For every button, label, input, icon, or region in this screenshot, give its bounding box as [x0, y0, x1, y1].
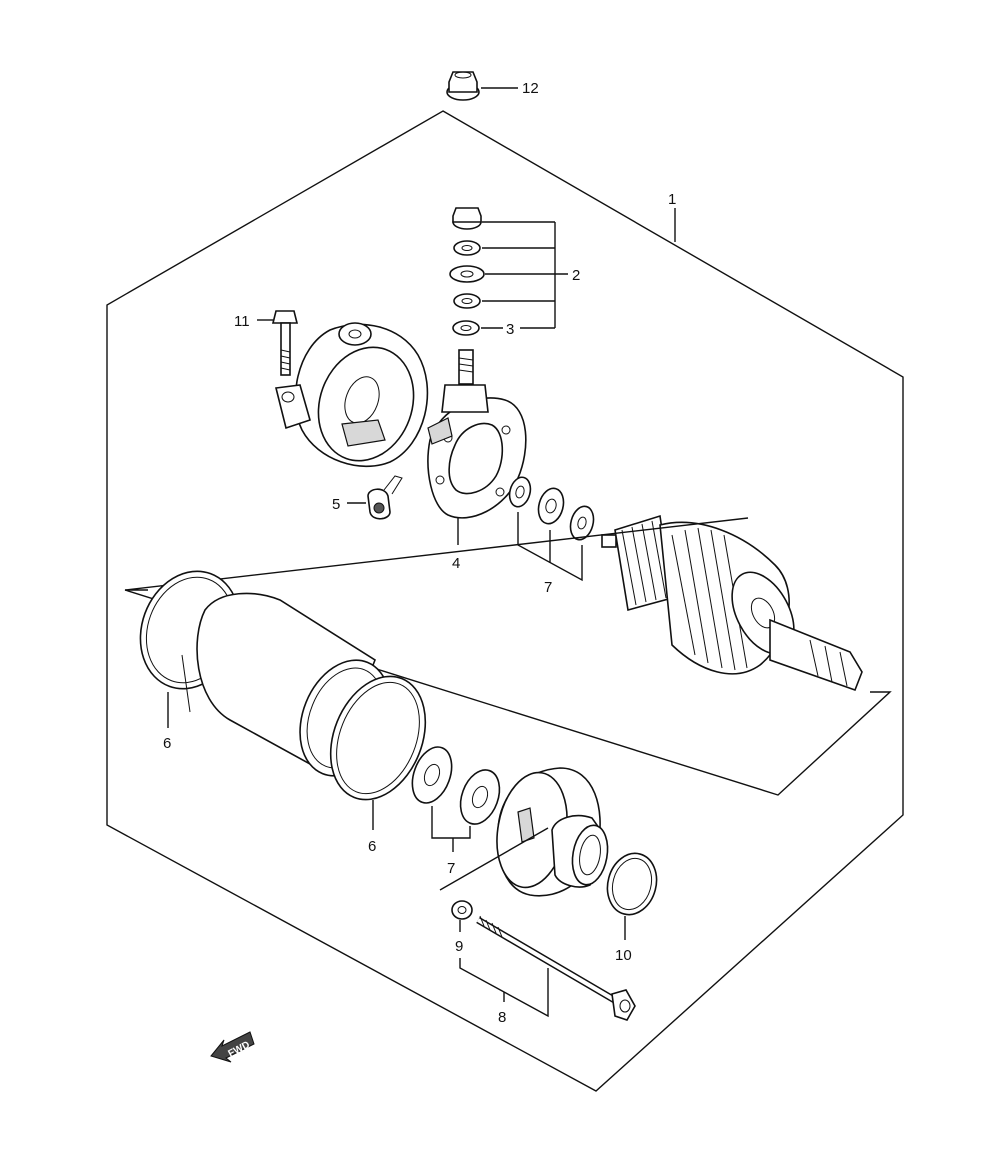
label-4: 4 [452, 555, 460, 572]
subassembly-outline [124, 517, 892, 796]
label-7-lower: 7 [447, 860, 455, 877]
part-7-washers-lower [411, 746, 501, 852]
label-1: 1 [668, 191, 676, 208]
label-6-right: 6 [368, 838, 376, 855]
part-12-nut [446, 71, 518, 101]
part-9-washer [451, 900, 473, 932]
label-11: 11 [234, 313, 250, 330]
part-3-washer [452, 320, 555, 336]
part-11-bolt [257, 310, 299, 376]
rear-cover-housing [275, 322, 429, 468]
label-9: 9 [455, 938, 463, 955]
label-12: 12 [522, 80, 539, 97]
part-5-brush-holder [347, 475, 403, 520]
part-2-nut-washer-set [449, 207, 485, 309]
label-2: 2 [572, 267, 580, 284]
label-10: 10 [615, 947, 632, 964]
leader-2 [482, 221, 568, 328]
part-7-washers-upper [508, 476, 595, 582]
part-4-brush-plate [427, 349, 527, 545]
leader-8 [459, 958, 549, 1018]
label-7-upper: 7 [544, 579, 552, 596]
label-8: 8 [498, 1009, 506, 1026]
fwd-arrow-icon: FWD [210, 1031, 255, 1063]
label-5: 5 [332, 496, 340, 513]
front-cover-bracket [439, 767, 609, 897]
label-3: 3 [506, 321, 514, 338]
label-6-left: 6 [163, 735, 171, 752]
part-6-o-ring-right [329, 675, 427, 830]
armature [601, 514, 863, 692]
assembly-outline [106, 110, 904, 1092]
part-8-through-bolt [476, 915, 636, 1021]
part-10-o-ring [606, 852, 658, 940]
